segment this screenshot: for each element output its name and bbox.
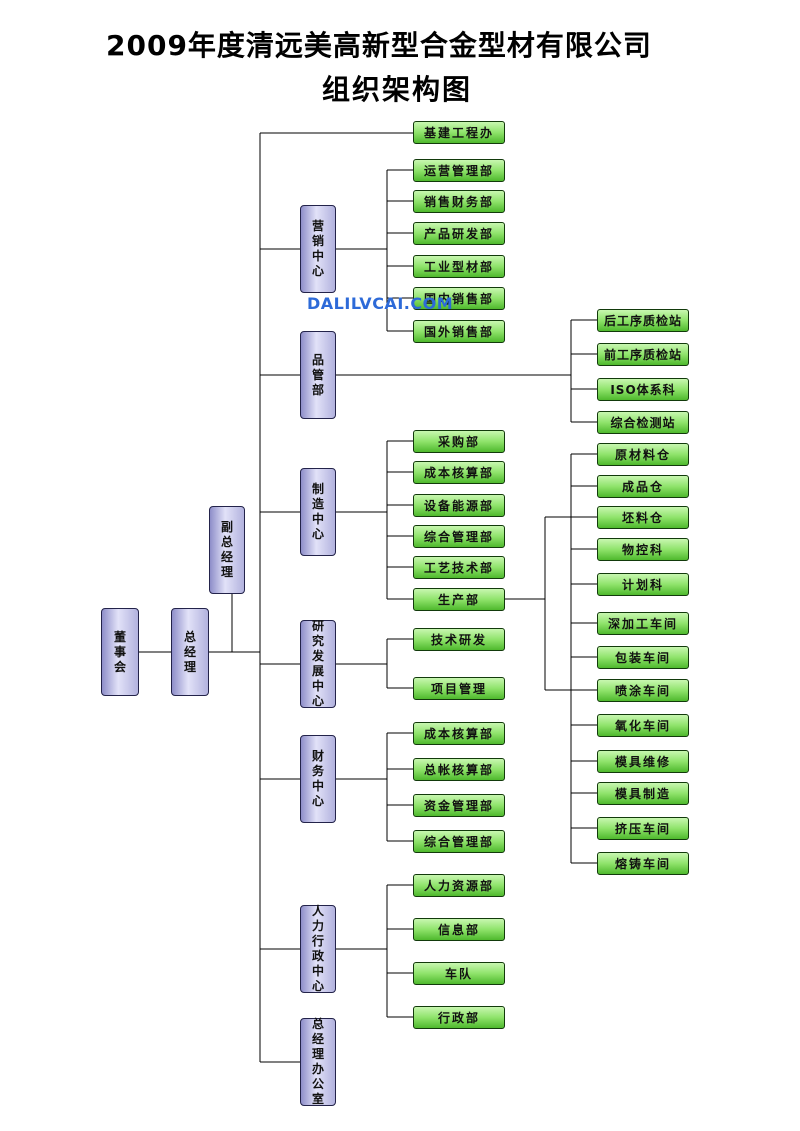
dept-box: 项目管理 <box>413 677 505 700</box>
workshop-box: 包装车间 <box>597 646 689 669</box>
dept-box: 车队 <box>413 962 505 985</box>
dept-box: 工艺技术部 <box>413 556 505 579</box>
dept-box: 前工序质检站 <box>597 343 689 366</box>
chart-title: 2009年度清远美高新型合金型材有限公司 <box>106 29 652 62</box>
workshop-box: 计划科 <box>597 573 689 596</box>
dept-box: 运营管理部 <box>413 159 505 182</box>
dept-box: 行政部 <box>413 1006 505 1029</box>
dept-box: 人力资源部 <box>413 874 505 897</box>
workshop-box: 氧化车间 <box>597 714 689 737</box>
dept-box: 销售财务部 <box>413 190 505 213</box>
dept-box: 产品研发部 <box>413 222 505 245</box>
hr-admin-center-box: 人力行政中心 <box>300 904 336 993</box>
marketing-center-box: 营销中心 <box>300 205 336 293</box>
dept-box: 综合管理部 <box>413 525 505 548</box>
rd-center-box: 研究发展中心 <box>300 619 336 708</box>
workshop-box: 原材料仓 <box>597 443 689 466</box>
workshop-box: 模具制造 <box>597 782 689 805</box>
production-dept-box: 生产部 <box>413 588 505 611</box>
manufacturing-center-box: 制造中心 <box>300 468 336 556</box>
dept-box: 国内销售部 <box>413 287 505 310</box>
dept-box: 成本核算部 <box>413 722 505 745</box>
workshop-box: 深加工车间 <box>597 612 689 635</box>
dept-box: 后工序质检站 <box>597 309 689 332</box>
dept-box: ISO体系科 <box>597 378 689 401</box>
general-manager-box: 总经理 <box>171 608 209 696</box>
dept-box: 综合管理部 <box>413 830 505 853</box>
dept-box: 综合检测站 <box>597 411 689 434</box>
workshop-box: 喷涂车间 <box>597 679 689 702</box>
gm-office-box: 总经理办公室 <box>300 1017 336 1106</box>
workshop-box: 模具维修 <box>597 750 689 773</box>
dept-box: 资金管理部 <box>413 794 505 817</box>
board-box: 董事会 <box>101 608 139 696</box>
dept-box: 技术研发 <box>413 628 505 651</box>
finance-center-box: 财务中心 <box>300 735 336 823</box>
workshop-box: 熔铸车间 <box>597 852 689 875</box>
dept-box: 国外销售部 <box>413 320 505 343</box>
chart-subtitle: 组织架构图 <box>322 73 473 106</box>
dept-box: 信息部 <box>413 918 505 941</box>
watermark-text: DALILVCAI.COM <box>307 294 454 313</box>
workshop-box: 物控科 <box>597 538 689 561</box>
workshop-box: 成品仓 <box>597 475 689 498</box>
dept-box: 总帐核算部 <box>413 758 505 781</box>
workshop-box: 坯料仓 <box>597 506 689 529</box>
workshop-box: 挤压车间 <box>597 817 689 840</box>
dept-box: 工业型材部 <box>413 255 505 278</box>
deputy-general-manager-box: 副总经理 <box>209 506 245 594</box>
quality-dept-box: 品管部 <box>300 331 336 419</box>
dept-box: 设备能源部 <box>413 494 505 517</box>
dept-box: 成本核算部 <box>413 461 505 484</box>
jijian-office-box: 基建工程办 <box>413 121 505 144</box>
dept-box: 采购部 <box>413 430 505 453</box>
